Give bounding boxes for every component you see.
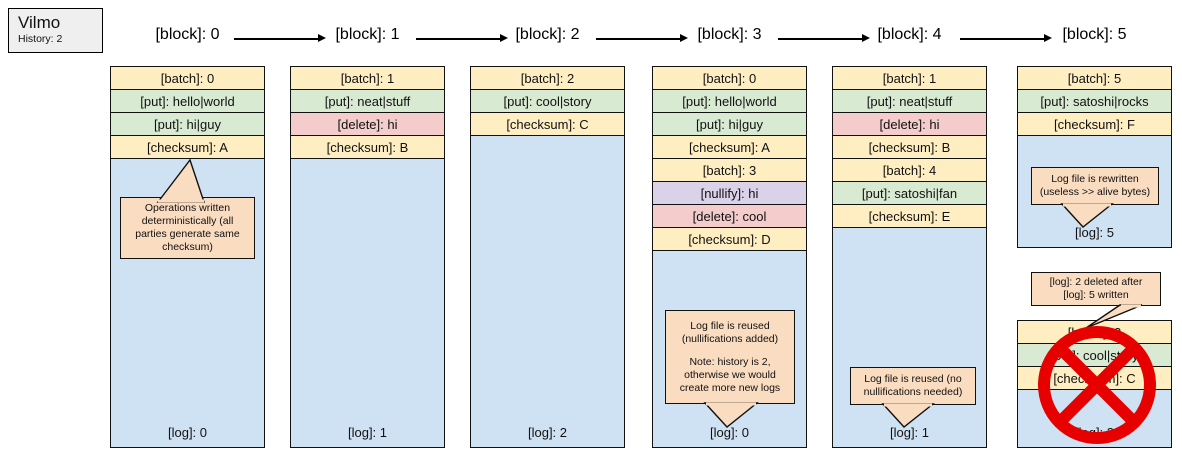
- log-entry-row: [checksum]: B: [833, 136, 986, 159]
- log-entry-row: [nullify]: hi: [653, 182, 806, 205]
- block-label-4: [block]: 4: [877, 26, 942, 43]
- log-entry-row: [batch]: 1: [291, 67, 444, 90]
- app-title-box: Vilmo History: 2: [8, 8, 103, 53]
- log-entry-row: [delete]: hi: [291, 113, 444, 136]
- log-file-label: [log]: 2: [527, 425, 568, 440]
- log-entry-row: [put]: hi|guy: [111, 113, 264, 136]
- log-entry-row: [checksum]: B: [291, 136, 444, 159]
- log-entry-row: [batch]: 1: [833, 67, 986, 90]
- log-entry-row: [put]: hi|guy: [653, 113, 806, 136]
- arrow-block-0-to-1: [234, 34, 326, 44]
- log-entry-row: [checksum]: A: [111, 136, 264, 159]
- log-file-label: [log]: 0: [709, 425, 750, 440]
- callout-tail-4: [881, 403, 936, 428]
- log-file-label: [log]: 5: [1074, 225, 1115, 240]
- callout-text: Log file is reused (no nullifications ne…: [863, 373, 963, 398]
- block-label-5: [block]: 5: [1062, 26, 1127, 43]
- log-file-label: [log]: 0: [167, 425, 208, 440]
- log-entry-row: [batch]: 2: [471, 67, 624, 90]
- log-file-label: [log]: 1: [347, 425, 388, 440]
- red-prohibition-mark-icon: [1034, 322, 1160, 453]
- callout-log-rewritten: Log file is rewritten (useless >> alive …: [1031, 167, 1159, 205]
- log-entry-row: [batch]: 3: [653, 159, 806, 182]
- log-entry-row: [batch]: 0: [111, 67, 264, 90]
- block-label-3: [block]: 3: [697, 26, 762, 43]
- log-entry-row: [batch]: 4: [833, 159, 986, 182]
- log-entry-row: [put]: hello|world: [653, 90, 806, 113]
- log-entry-row: [delete]: cool: [653, 205, 806, 228]
- log-free-space-2: [log]: 2: [471, 136, 624, 447]
- callout-tail-0: [156, 158, 218, 203]
- log-entry-row: [checksum]: A: [653, 136, 806, 159]
- log-entry-row: [checksum]: F: [1018, 113, 1171, 136]
- callout-log-deleted: [log]: 2 deleted after [log]: 5 written: [1031, 272, 1161, 306]
- callout-text: Operations written deterministically (al…: [135, 202, 240, 253]
- log-entry-row: [put]: neat|stuff: [291, 90, 444, 113]
- log-free-space-1: [log]: 1: [291, 159, 444, 447]
- log-entry-row: [put]: satoshi|fan: [833, 182, 986, 205]
- callout-text: Log file is reused (nullifications added…: [681, 319, 779, 345]
- log-entry-row: [batch]: 0: [653, 67, 806, 90]
- log-entry-row: [put]: neat|stuff: [833, 90, 986, 113]
- block-label-0: [block]: 0: [155, 26, 220, 43]
- arrow-block-3-to-4: [778, 34, 870, 44]
- log-column-1: [batch]: 1 [put]: neat|stuff [delete]: h…: [290, 66, 445, 448]
- arrow-block-4-to-5: [960, 34, 1052, 44]
- log-entry-row: [checksum]: C: [471, 113, 624, 136]
- log-file-label: [log]: 1: [889, 425, 930, 440]
- log-entry-row: [checksum]: D: [653, 228, 806, 251]
- log-entry-row: [delete]: hi: [833, 113, 986, 136]
- callout-determinism: Operations written deterministically (al…: [120, 197, 255, 259]
- log-entry-row: [batch]: 5: [1018, 67, 1171, 90]
- callout-tail-5: [1060, 203, 1115, 228]
- log-column-5: [batch]: 5 [put]: satoshi|rocks [checksu…: [1017, 66, 1172, 248]
- log-entry-row: [put]: hello|world: [111, 90, 264, 113]
- block-label-2: [block]: 2: [515, 26, 580, 43]
- callout-text: Note: history is 2, otherwise we would c…: [679, 355, 781, 394]
- log-entry-row: [put]: cool|story: [471, 90, 624, 113]
- log-column-2: [batch]: 2 [put]: cool|story [checksum]:…: [470, 66, 625, 448]
- callout-text: Log file is rewritten (useless >> alive …: [1039, 173, 1151, 198]
- arrow-block-1-to-2: [416, 34, 508, 44]
- callout-log-reuse-no-nullify: Log file is reused (no nullifications ne…: [850, 367, 976, 405]
- history-setting: History: 2: [18, 33, 63, 45]
- log-entry-row: [checksum]: E: [833, 205, 986, 228]
- callout-log-reuse-nullify: Log file is reused (nullifications added…: [665, 310, 795, 404]
- log-entry-row: [put]: satoshi|rocks: [1018, 90, 1171, 113]
- arrow-block-2-to-3: [596, 34, 688, 44]
- callout-text: [log]: 2 deleted after [log]: 5 written: [1049, 276, 1143, 301]
- callout-tail-3: [703, 402, 759, 428]
- callout-tail-deleted: [1080, 304, 1143, 329]
- app-name: Vilmo: [18, 13, 61, 32]
- block-label-1: [block]: 1: [335, 26, 400, 43]
